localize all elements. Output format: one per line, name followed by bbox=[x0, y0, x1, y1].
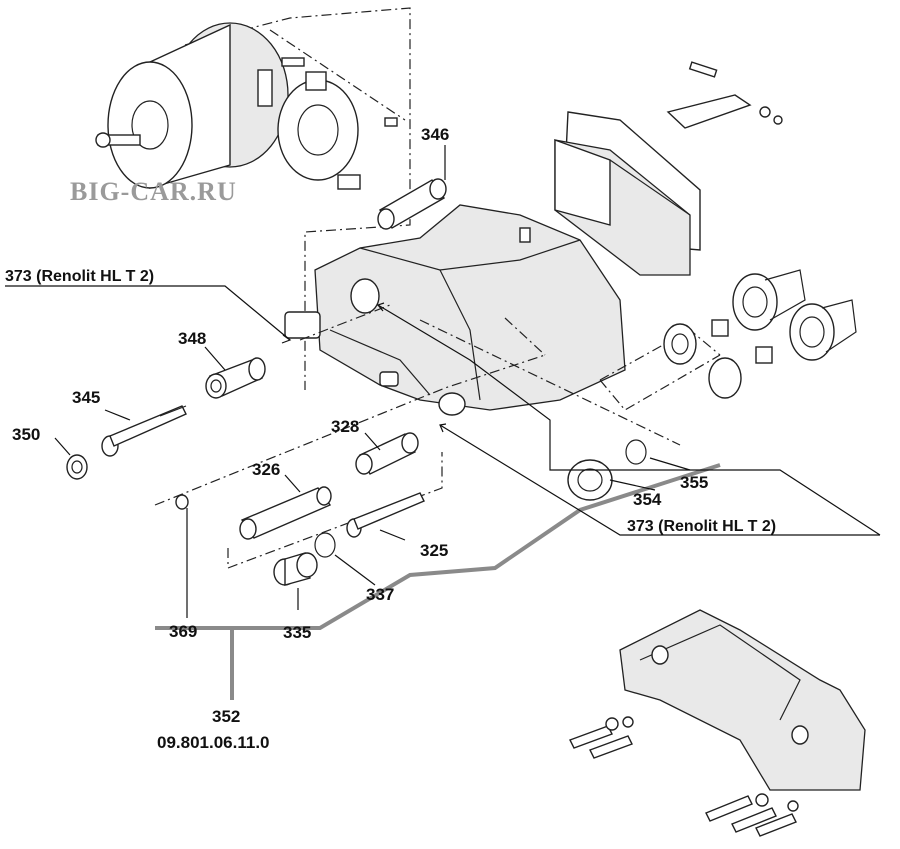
callout-345: 345 bbox=[72, 388, 100, 407]
brake-pads bbox=[554, 61, 783, 276]
callout-352: 352 bbox=[212, 707, 240, 726]
callout-325: 325 bbox=[420, 541, 448, 560]
caliper-housing bbox=[284, 204, 626, 416]
repair-kit-outline bbox=[155, 463, 721, 700]
carrier-bracket bbox=[569, 609, 866, 837]
callout-354: 354 bbox=[633, 490, 662, 509]
watermark-text: BIG-CAR.RU bbox=[70, 177, 237, 206]
guide-lines bbox=[154, 304, 721, 569]
callout-350: 350 bbox=[12, 425, 40, 444]
callout-352-part-number: 09.801.06.11.0 bbox=[157, 733, 270, 752]
guide-pin-parts bbox=[66, 178, 447, 586]
callout-369: 369 bbox=[169, 622, 197, 641]
callout-373-left: 373 (Renolit HL T 2) bbox=[5, 268, 154, 285]
callout-337: 337 bbox=[366, 585, 394, 604]
callout-326: 326 bbox=[252, 460, 280, 479]
leader-lines bbox=[5, 145, 881, 618]
callout-335: 335 bbox=[283, 623, 311, 642]
callout-373-right: 373 (Renolit HL T 2) bbox=[627, 518, 776, 535]
callouts: 346 373 (Renolit HL T 2) 348 345 350 328… bbox=[5, 125, 776, 752]
callout-355: 355 bbox=[680, 473, 708, 492]
brake-chamber bbox=[95, 7, 411, 390]
callout-348: 348 bbox=[178, 329, 206, 348]
callout-328: 328 bbox=[331, 417, 359, 436]
callout-346: 346 bbox=[421, 125, 449, 144]
